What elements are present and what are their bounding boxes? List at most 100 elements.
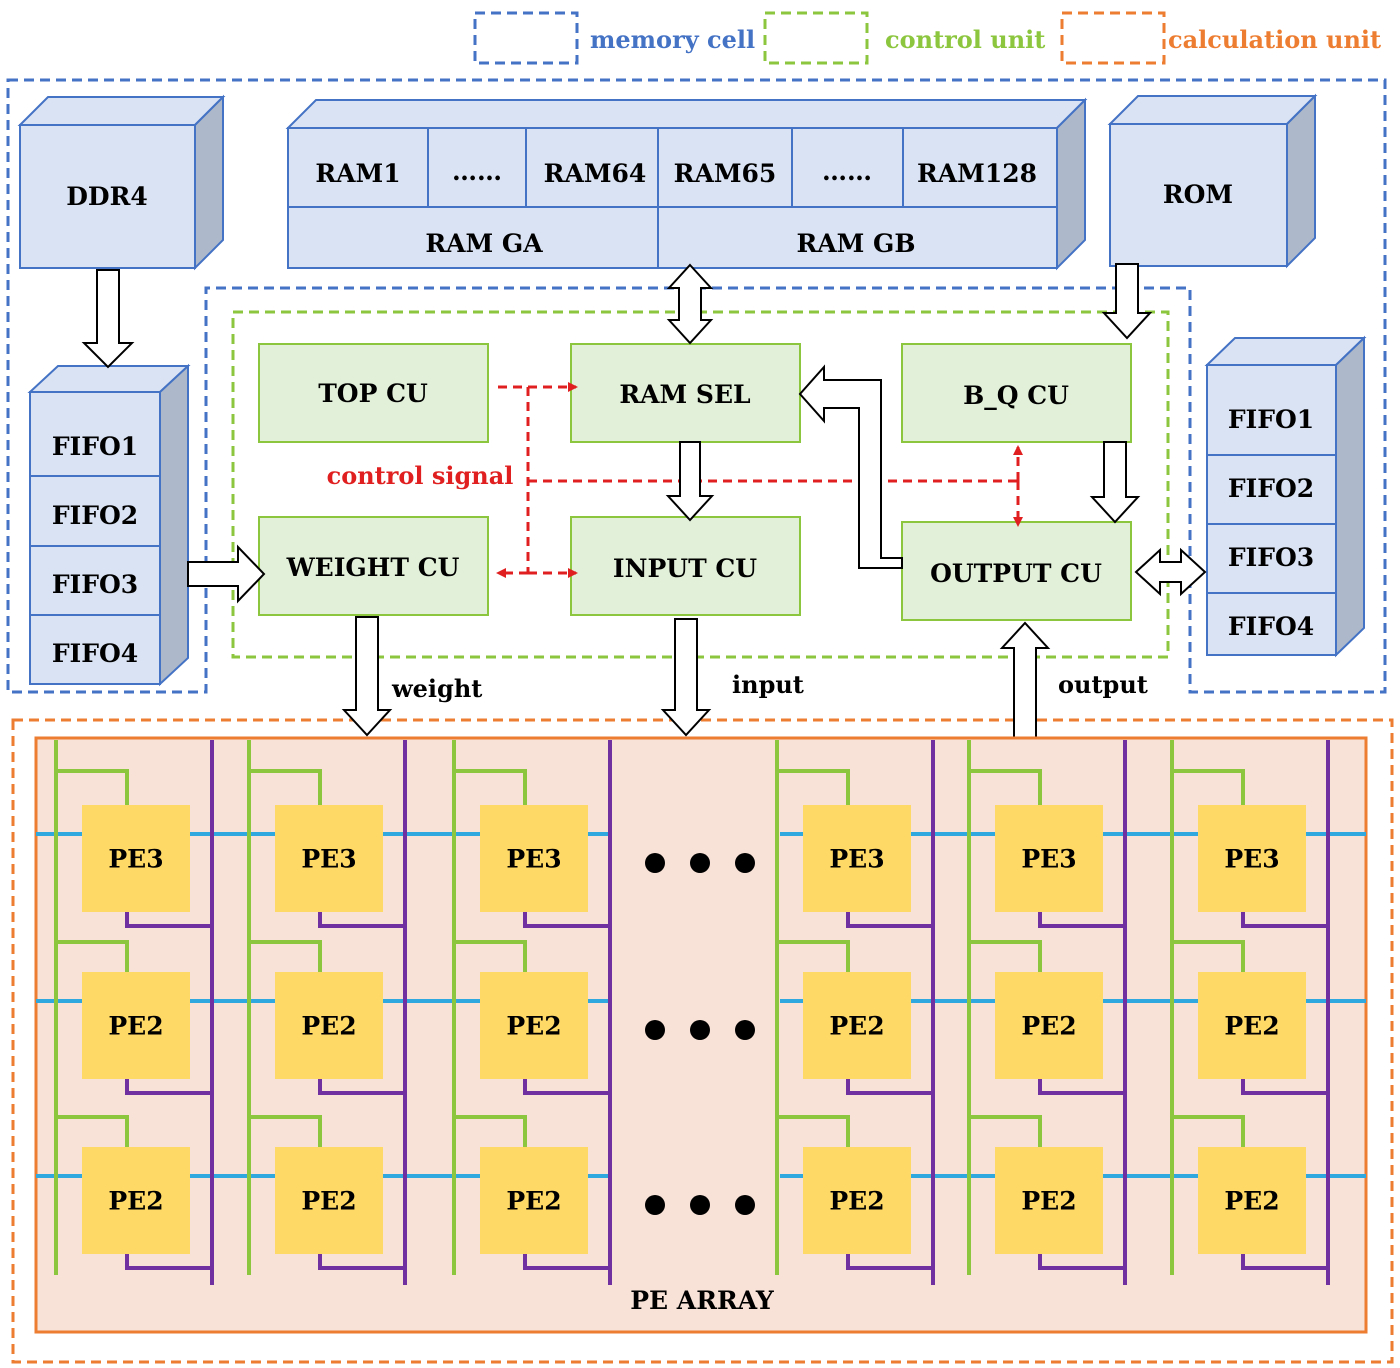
- output-branch-wire: [846, 912, 933, 928]
- rom-top-face: [1107, 95, 1318, 125]
- bq-cu-label: B_Q CU: [963, 381, 1069, 410]
- ram-sel-box: [570, 343, 801, 443]
- fifo-right-label: FIFO1: [1228, 405, 1314, 434]
- bq-to-output-arrow: [1089, 441, 1141, 524]
- pe-label: PE2: [1224, 1187, 1279, 1216]
- pe-box: [275, 972, 383, 1079]
- control-units: TOP CU RAM SEL B_Q CU WEIGHT CU INPUT CU…: [258, 343, 1132, 621]
- weight-branch-wire: [969, 769, 1042, 805]
- weight-branch-wire: [777, 769, 850, 805]
- pe-label: PE2: [301, 1012, 356, 1041]
- output-cu-box: [901, 521, 1132, 621]
- legend-control-label: control unit: [885, 25, 1045, 54]
- pe-box: [480, 972, 588, 1079]
- output-branch-wire: [1241, 1079, 1328, 1095]
- output-branch-wire: [1241, 912, 1328, 928]
- output-branch-wire: [318, 1079, 405, 1095]
- output-up-arrow: [999, 621, 1051, 739]
- pe-label: PE2: [506, 1012, 561, 1041]
- fifo-right-label: FIFO2: [1228, 474, 1314, 503]
- output-cu-label: OUTPUT CU: [930, 559, 1102, 588]
- input-cu-label: INPUT CU: [613, 554, 757, 583]
- fifo-right-label: FIFO4: [1228, 612, 1314, 641]
- top-cu-label: TOP CU: [318, 379, 428, 408]
- ddr4-side-face: [194, 94, 224, 271]
- weight-branch-wire: [454, 769, 527, 805]
- pe-box: [995, 1147, 1103, 1254]
- output-branch-wire: [523, 912, 610, 928]
- legend: memory cell control unit calculation uni…: [473, 11, 1381, 65]
- legend-control-swatch: [763, 11, 869, 65]
- pe-box: [803, 805, 911, 912]
- ddr4-front-face: [19, 124, 196, 269]
- pe-box: [480, 805, 588, 912]
- output-branch-wire: [523, 1079, 610, 1095]
- pe-box: [995, 972, 1103, 1079]
- calculation-region-outline: [11, 718, 1394, 1364]
- rom-side-face: [1286, 93, 1316, 269]
- pe-box: [1198, 1147, 1306, 1254]
- weight-down-arrow: [341, 616, 393, 737]
- pe-box: [82, 1147, 190, 1254]
- ellipsis-dot: [690, 1020, 710, 1040]
- weight-branch-wire: [56, 769, 129, 805]
- pe-array-ellipsis: [645, 853, 755, 1215]
- output-branch-wire: [318, 912, 405, 928]
- ellipsis-dot: [735, 853, 755, 873]
- fifo-left-label: FIFO4: [52, 639, 138, 668]
- output-branch-wire: [125, 1254, 212, 1270]
- fifo-to-weight-arrow: [187, 544, 266, 604]
- ddr4-label: DDR4: [66, 182, 148, 211]
- pe-label: PE2: [108, 1187, 163, 1216]
- weight-cu-label: WEIGHT CU: [286, 553, 460, 582]
- pe-box: [1198, 972, 1306, 1079]
- output-branch-wire: [1038, 1254, 1125, 1270]
- output-branch-wire: [1038, 1079, 1125, 1095]
- pe-label: PE3: [1224, 845, 1279, 874]
- output-branch-wire: [1038, 912, 1125, 928]
- rom-label: ROM: [1163, 180, 1233, 209]
- output-branch-wire: [1241, 1254, 1328, 1270]
- pe-box: [82, 805, 190, 912]
- weight-branch-wire: [777, 940, 850, 972]
- input-down-arrow: [660, 618, 712, 737]
- input-flow-label: input: [732, 670, 804, 699]
- ram-side-face: [1056, 97, 1086, 271]
- rom-to-bq-arrow: [1101, 263, 1153, 340]
- ellipsis-dot: [645, 1020, 665, 1040]
- ellipsis-dot: [735, 1195, 755, 1215]
- weight-cu-box: [258, 516, 489, 616]
- weight-branch-wire: [454, 940, 527, 972]
- pe-label: PE2: [1224, 1012, 1279, 1041]
- pe-label: PE2: [1021, 1187, 1076, 1216]
- pe-label: PE2: [506, 1187, 561, 1216]
- bq-cu-box: [901, 343, 1132, 443]
- legend-memory-swatch: [473, 11, 579, 65]
- weight-flow-label: weight: [391, 674, 482, 703]
- ram-cell-label: ……: [822, 157, 872, 186]
- output-branch-wire: [125, 912, 212, 928]
- ram-block: RAM1 …… RAM64 RAM65 …… RAM128 RAM GA RAM…: [285, 97, 1088, 271]
- pe-label: PE2: [301, 1187, 356, 1216]
- fifo-right-front-face: [1206, 364, 1337, 656]
- ellipsis-dot: [690, 1195, 710, 1215]
- pe-label: PE2: [829, 1012, 884, 1041]
- pe-label: PE3: [301, 845, 356, 874]
- output-branch-wire: [125, 1079, 212, 1095]
- ellipsis-dot: [645, 853, 665, 873]
- ramsel-to-input-arrow: [665, 441, 715, 522]
- pe-label: PE3: [1021, 845, 1076, 874]
- pe-box: [275, 1147, 383, 1254]
- ram-cell-label: RAM128: [917, 159, 1037, 188]
- weight-branch-wire: [249, 940, 322, 972]
- pe-box: [275, 805, 383, 912]
- fifo-left-side-face: [159, 363, 189, 687]
- rom-block: ROM: [1107, 93, 1318, 269]
- ellipsis-dot: [645, 1195, 665, 1215]
- control-signal-label: control signal: [327, 461, 514, 490]
- ram-top-face: [285, 99, 1088, 129]
- legend-memory-label: memory cell: [590, 25, 755, 54]
- ram-cell-label: RAM1: [315, 159, 400, 188]
